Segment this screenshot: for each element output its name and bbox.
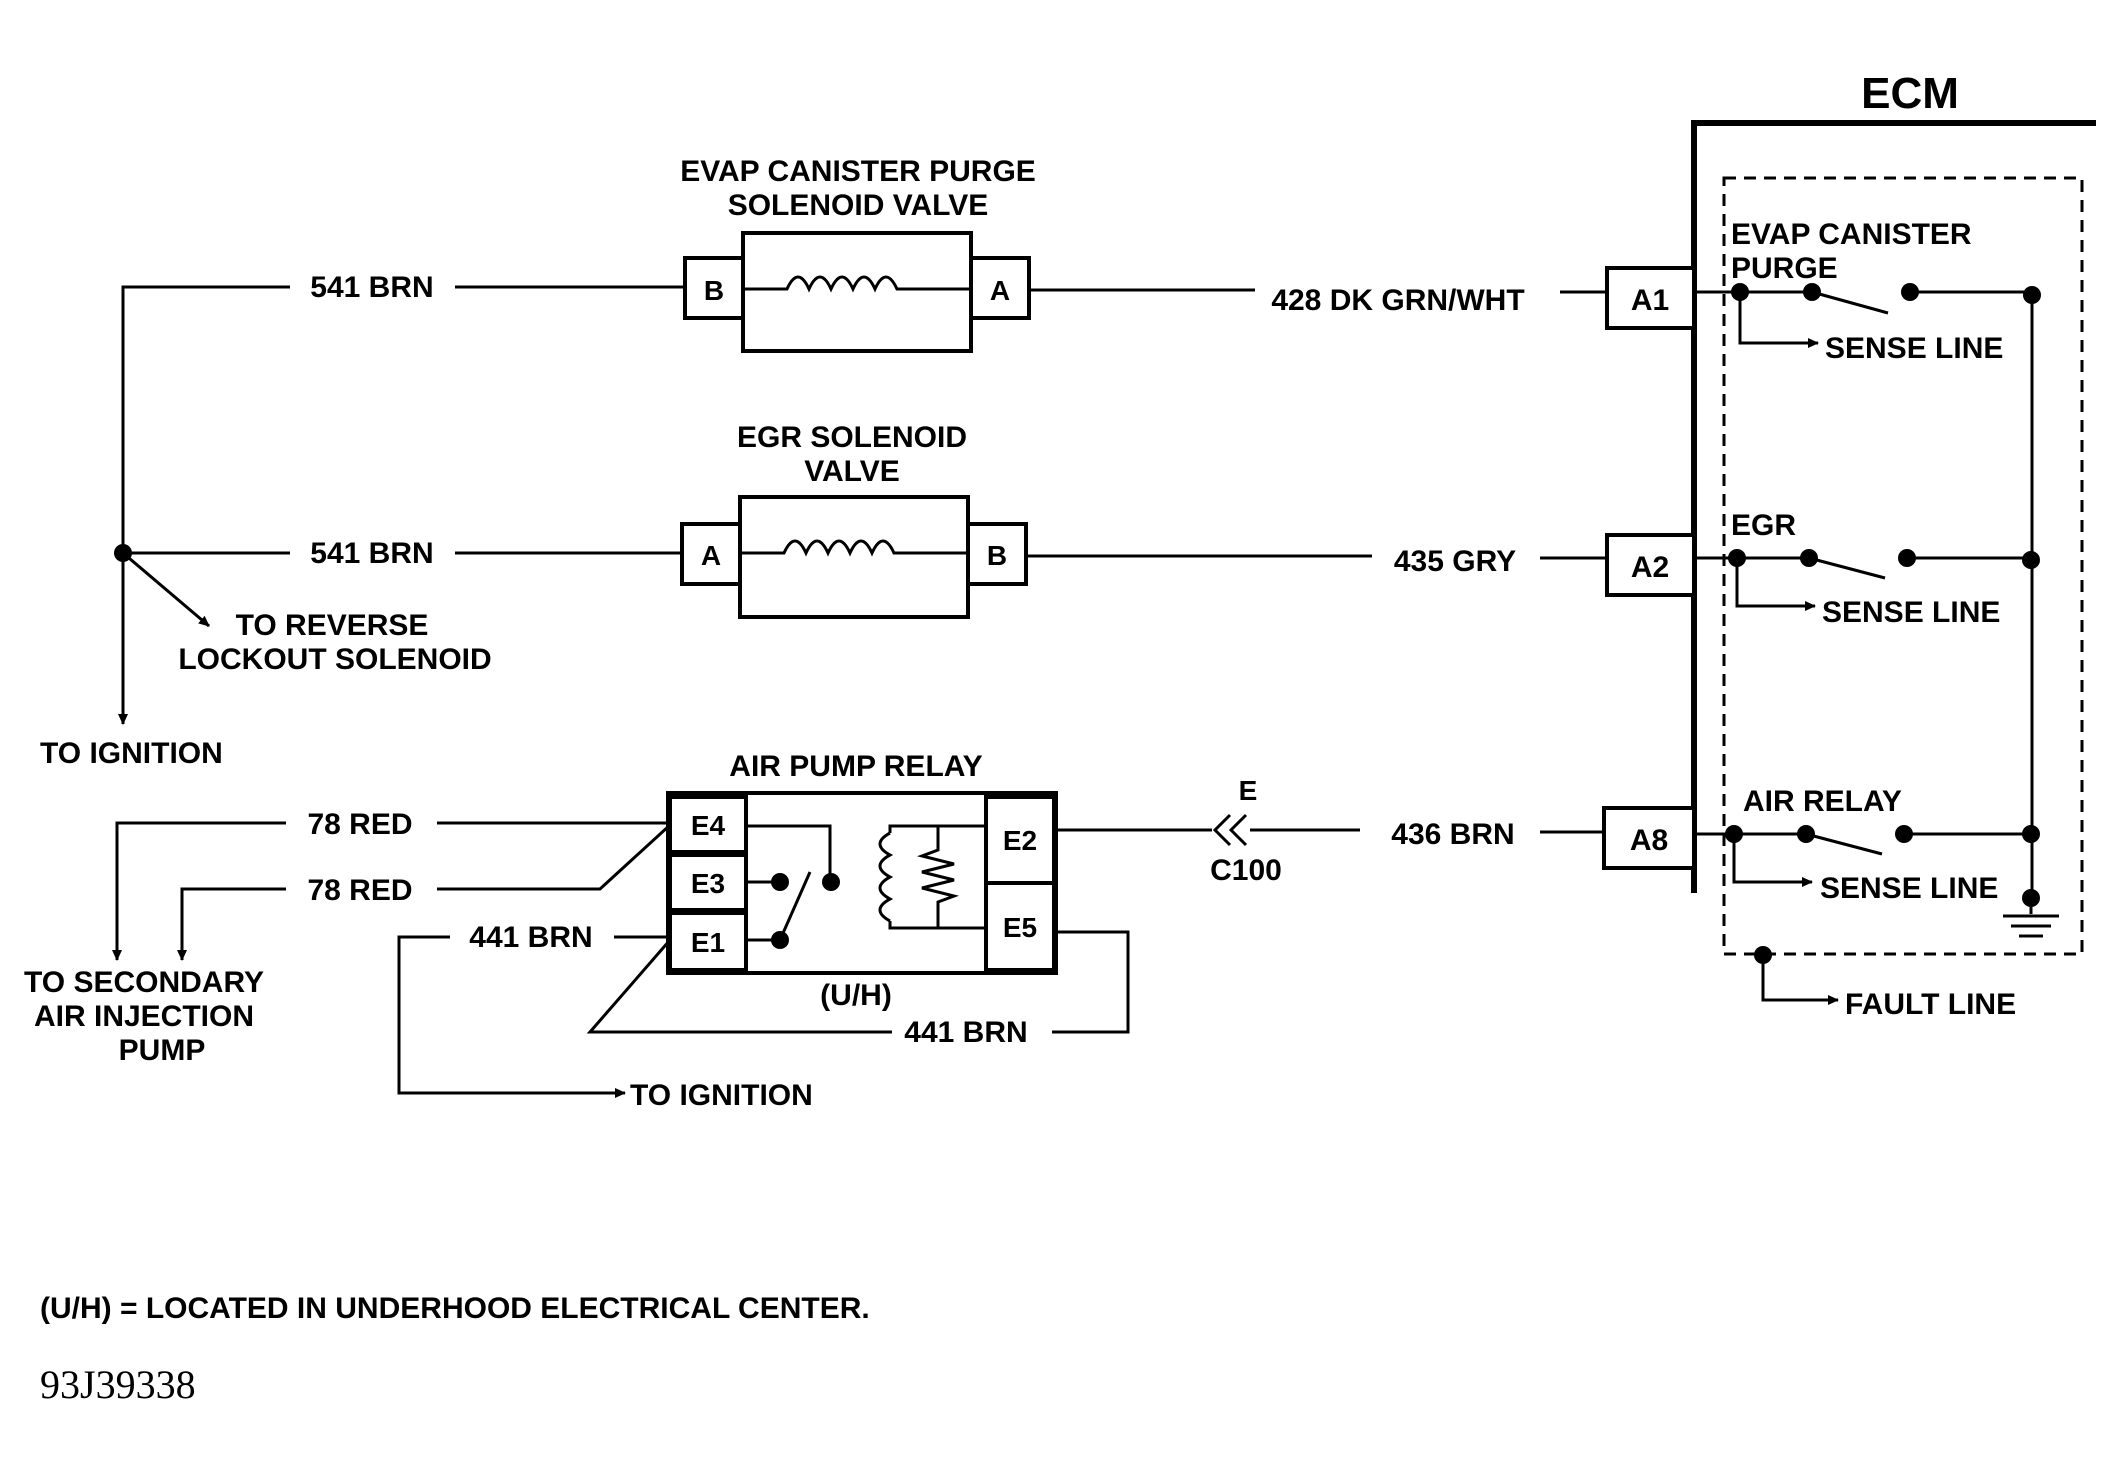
air-pump-relay-title: AIR PUMP RELAY <box>729 750 982 783</box>
fault-line-arrow <box>1761 955 1839 1005</box>
egr-driver-label: EGR <box>1731 509 1796 542</box>
air-relay-sense-label: SENSE LINE <box>1820 872 1998 905</box>
ecm-drivers: EVAP CANISTER PURGE SENSE LINE EGR SENSE… <box>1694 218 2059 1021</box>
wire-541-left <box>121 285 290 711</box>
wire-78b-left <box>177 887 286 961</box>
c100-name: C100 <box>1210 854 1282 887</box>
ecm-pin-a8-label: A8 <box>1630 824 1668 857</box>
ecm-boundary <box>1691 120 2096 893</box>
egr-sense-arrow <box>1735 558 1816 611</box>
ecm-pins: A1 A2 A8 <box>1602 266 1696 870</box>
evap-valve-body <box>741 231 973 353</box>
ecm-pin-a1-label: A1 <box>1631 284 1669 317</box>
figure-id: 93J39338 <box>40 1362 196 1407</box>
relay-common-wire <box>746 824 832 882</box>
air-relay-switch-blade <box>1805 832 1883 856</box>
egr-valve-title-2: VALVE <box>804 455 900 488</box>
c100-letter: E <box>1239 775 1258 806</box>
evap-pin-a-box <box>969 256 1031 320</box>
ecm-module: ECM <box>1691 69 2096 956</box>
wire-78a-left <box>112 821 286 961</box>
ecm-pin-a2-box <box>1605 533 1696 597</box>
ecm-pin-a2-label: A2 <box>1631 551 1669 584</box>
ignition-bottom-label: TO IGNITION <box>630 1079 813 1112</box>
relay-switch-arm <box>778 871 812 941</box>
egr-coil-icon <box>740 539 968 557</box>
wire-78a-label: 78 RED <box>307 808 412 841</box>
reverse-lockout-label-2: LOCKOUT SOLENOID <box>178 643 491 676</box>
c100-connector-icon <box>1212 813 1248 847</box>
wire-541-mid-label: 541 BRN <box>310 537 433 570</box>
ground-icon <box>2003 898 2059 938</box>
ecm-internal-boundary <box>1722 176 2084 956</box>
egr-sense-label: SENSE LINE <box>1822 596 2000 629</box>
evap-pin-b-label: B <box>704 275 724 306</box>
egr-valve-body <box>738 495 970 619</box>
wire-541-top-label: 541 BRN <box>310 271 433 304</box>
relay-pin-e3-box <box>668 853 748 912</box>
wire-441b-right <box>1052 930 1130 1034</box>
evap-sense-label: SENSE LINE <box>1825 332 2003 365</box>
reverse-lockout-label-1: TO REVERSE <box>236 609 429 642</box>
air-relay-driver-label: AIR RELAY <box>1743 785 1902 818</box>
egr-solenoid: EGR SOLENOID VALVE A B <box>680 421 1028 619</box>
wire-436-label: 436 BRN <box>1391 818 1514 851</box>
relay-pin-e3-label: E3 <box>691 868 725 899</box>
footnote: (U/H) = LOCATED IN UNDERHOOD ELECTRICAL … <box>40 1292 870 1325</box>
wire-428-label: 428 DK GRN/WHT <box>1271 284 1524 317</box>
relay-pin-e2-label: E2 <box>1003 825 1037 856</box>
evap-sense-arrow <box>1738 292 1819 348</box>
ignition-supply: 541 BRN 541 BRN TO REVERSE LOCKOUT SOLEN… <box>40 271 685 770</box>
relay-pin-e5-label: E5 <box>1003 912 1037 943</box>
egr-pin-a-label: A <box>701 540 721 571</box>
reverse-lockout-arrow <box>122 551 210 628</box>
evap-purge-solenoid: EVAP CANISTER PURGE SOLENOID VALVE B A <box>680 155 1036 353</box>
evap-driver-label-1: EVAP CANISTER <box>1731 218 1972 251</box>
secondary-air-label-3: PUMP <box>119 1034 206 1067</box>
relay-resistor-icon <box>916 826 960 928</box>
relay-pin-e1-label: E1 <box>691 927 725 958</box>
wire-435-label: 435 GRY <box>1394 545 1516 578</box>
wire-78b-label: 78 RED <box>307 874 412 907</box>
evap-pin-b-box <box>683 256 745 320</box>
egr-valve-title-1: EGR SOLENOID <box>737 421 967 454</box>
air-relay-sense-arrow <box>1732 834 1813 887</box>
relay-pin-e5-box <box>984 881 1056 972</box>
relay-pin-e4-label: E4 <box>691 810 726 841</box>
relay-destinations: TO SECONDARY AIR INJECTION PUMP TO IGNIT… <box>24 966 813 1112</box>
wire-441a-label: 441 BRN <box>469 921 592 954</box>
egr-switch-blade <box>1808 556 1886 580</box>
evap-pin-a-label: A <box>990 275 1010 306</box>
relay-pin-e1-box <box>668 911 748 972</box>
ecm-title: ECM <box>1861 69 1959 118</box>
wire-441b-left <box>586 939 892 1034</box>
evap-valve-title-2: SOLENOID VALVE <box>728 189 989 222</box>
wire-78b-right <box>437 823 672 891</box>
evap-switch-blade <box>1811 290 1889 315</box>
relay-no-contact <box>822 873 840 891</box>
fault-line-label: FAULT LINE <box>1845 988 2016 1021</box>
ecm-pin-a1-box <box>1605 266 1696 330</box>
secondary-air-label-2: AIR INJECTION <box>34 1000 254 1033</box>
relay-nc-contact <box>771 873 789 891</box>
egr-pin-b-label: B <box>987 540 1007 571</box>
relay-coil-icon <box>878 831 894 923</box>
secondary-air-label-1: TO SECONDARY <box>24 966 264 999</box>
relay-location-label: (U/H) <box>820 979 892 1012</box>
ignition-left-label: TO IGNITION <box>40 737 223 770</box>
wire-441b-label: 441 BRN <box>904 1016 1027 1049</box>
air-pump-relay: AIR PUMP RELAY E4 E3 E1 E2 E5 (U/H) <box>666 750 1058 1012</box>
ecm-control-wires: 428 DK GRN/WHT 435 GRY 436 BRN E C100 <box>1026 284 1607 887</box>
relay-wiring: 78 RED 78 RED 441 BRN 441 BRN <box>112 808 1130 1098</box>
wire-441a-left <box>397 935 626 1098</box>
evap-driver-label-2: PURGE <box>1731 252 1838 285</box>
ecm-pin-a8-box <box>1602 806 1696 870</box>
evap-coil-icon <box>743 275 971 293</box>
evap-valve-title-1: EVAP CANISTER PURGE <box>680 155 1036 188</box>
relay-coil-leads <box>888 824 986 930</box>
